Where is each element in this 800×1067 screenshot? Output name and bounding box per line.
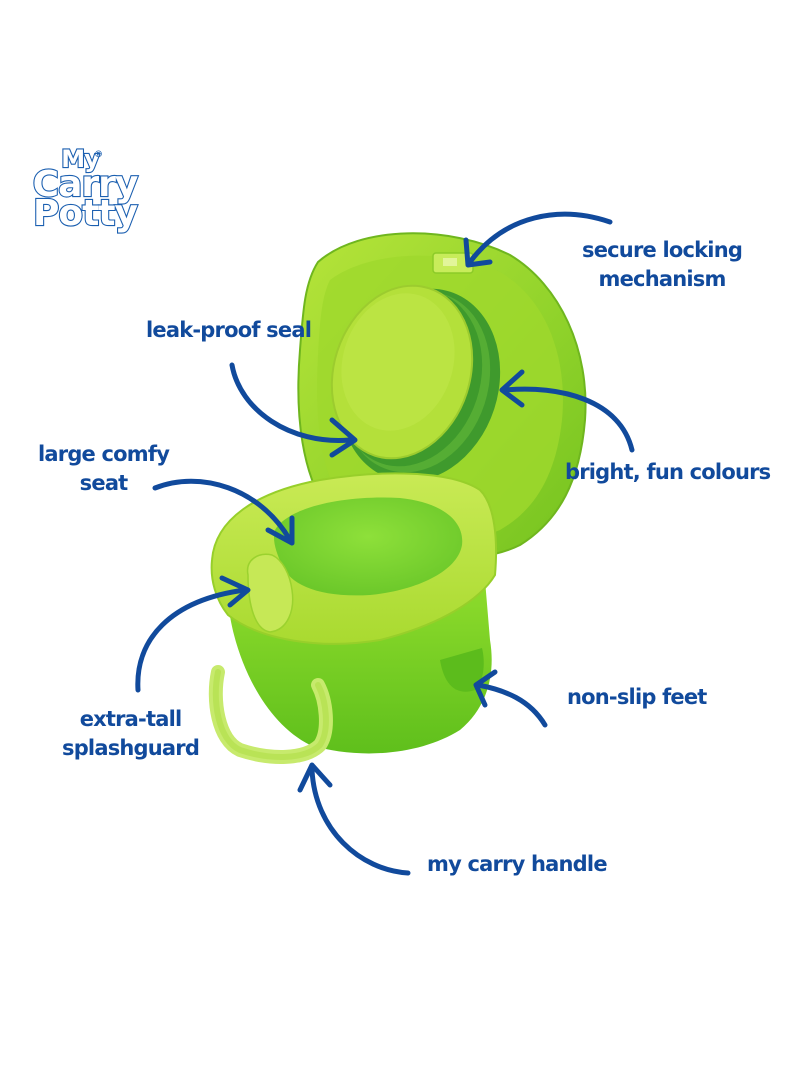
logo-line-3: Potty bbox=[32, 193, 139, 235]
callout-arrows bbox=[135, 211, 635, 876]
arrow-bright-colours bbox=[502, 386, 635, 453]
callout-line: leak-proof seal bbox=[146, 318, 312, 342]
callout-bright-fun-colours: bright, fun colours bbox=[565, 458, 771, 487]
callout-non-slip-feet: non-slip feet bbox=[567, 683, 707, 712]
callout-line: bright, fun colours bbox=[565, 460, 771, 484]
splashguard bbox=[246, 553, 294, 633]
logo-line-1: My bbox=[60, 145, 101, 173]
arrow-splashguard bbox=[135, 587, 248, 693]
callout-line: splashguard bbox=[62, 736, 200, 760]
callout-secure-locking-mechanism: secure locking mechanism bbox=[582, 236, 743, 294]
potty-base bbox=[208, 472, 498, 764]
non-slip-feet bbox=[440, 648, 484, 692]
registered-mark: ® bbox=[94, 150, 103, 160]
callout-line: my carry handle bbox=[427, 852, 608, 876]
arrow-non-slip-feet bbox=[475, 682, 548, 728]
callout-extra-tall-splashguard: extra-tall splashguard bbox=[62, 705, 200, 763]
callout-line: large comfy bbox=[38, 442, 170, 466]
logo-line-2: Carry bbox=[32, 163, 140, 205]
callout-large-comfy-seat: large comfy seat bbox=[38, 440, 170, 498]
callout-line: seat bbox=[79, 471, 129, 495]
callout-line: extra-tall bbox=[79, 707, 182, 731]
arrow-leak-proof-seal bbox=[229, 362, 353, 443]
arrow-secure-locking bbox=[467, 211, 613, 265]
callout-line: non-slip feet bbox=[567, 685, 707, 709]
callout-line: secure locking bbox=[582, 238, 743, 262]
callout-my-carry-handle: my carry handle bbox=[427, 850, 608, 879]
arrow-large-comfy-seat bbox=[152, 478, 293, 543]
callout-leak-proof-seal: leak-proof seal bbox=[146, 316, 312, 345]
arrow-carry-handle bbox=[309, 767, 411, 876]
callout-line: mechanism bbox=[598, 267, 727, 291]
brand-logo: My ® Carry Potty bbox=[30, 146, 140, 235]
